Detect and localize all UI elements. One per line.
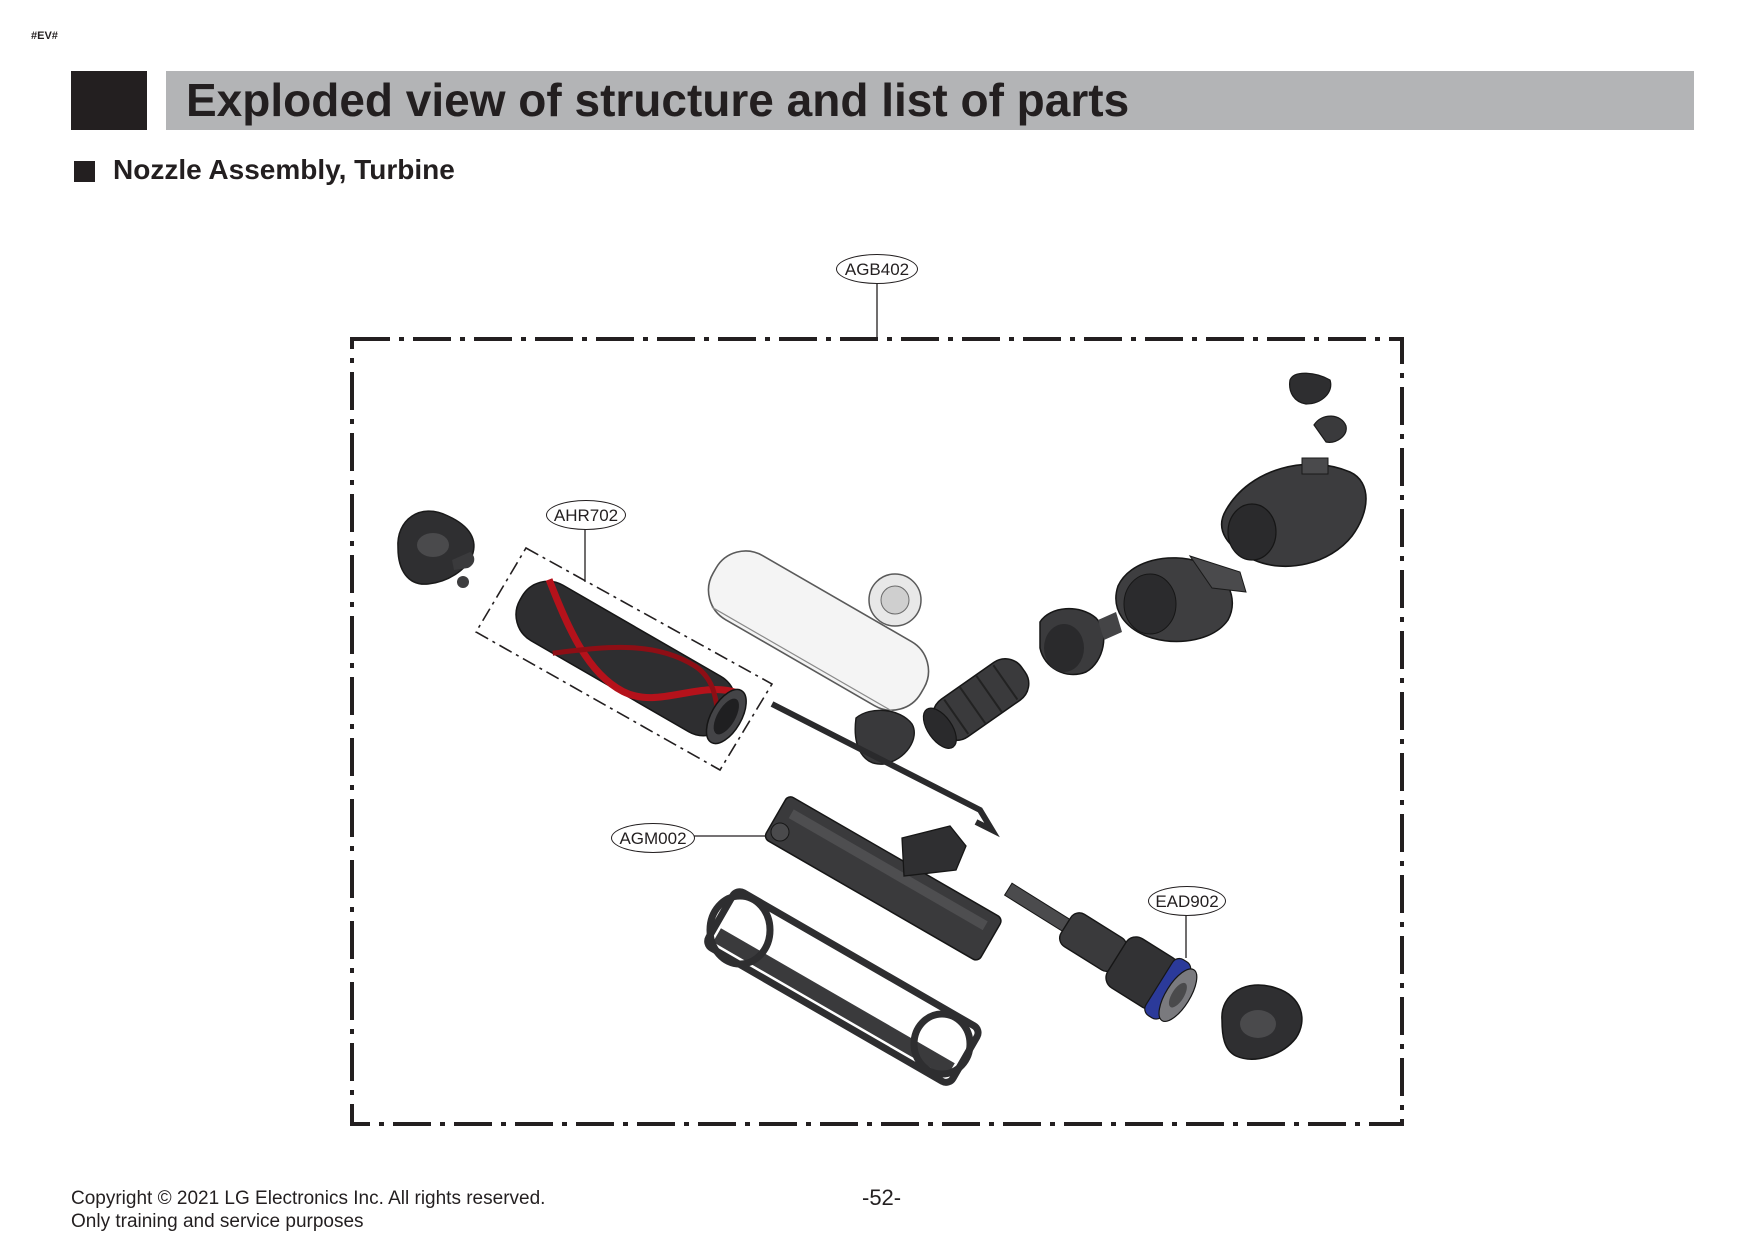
callout-brush-roll: AHR702 xyxy=(546,500,626,530)
neck-connector-part xyxy=(1220,372,1367,568)
base-frame-part xyxy=(764,796,1002,961)
callout-assembly: AGB402 xyxy=(836,254,918,284)
page-marker: #EV# xyxy=(31,30,58,42)
joint-ring-part xyxy=(1039,607,1122,676)
service-note: Only training and service purposes xyxy=(71,1211,364,1232)
brush-roll-part xyxy=(474,546,774,772)
upper-housing-part xyxy=(707,550,930,765)
light-strip-part xyxy=(770,701,1000,838)
swivel-joint-part xyxy=(1115,555,1247,643)
copyright-text: Copyright © 2021 LG Electronics Inc. All… xyxy=(71,1188,546,1209)
section-title: Nozzle Assembly, Turbine xyxy=(113,154,455,185)
end-cap-left-part xyxy=(397,510,475,588)
header-block xyxy=(71,71,147,130)
page-title: Exploded view of structure and list of p… xyxy=(166,71,1694,130)
page-number: -52- xyxy=(862,1185,902,1210)
callout-base-frame: AGM002 xyxy=(611,823,695,853)
callout-motor: EAD902 xyxy=(1148,886,1226,916)
neck-hose-part xyxy=(922,658,1030,749)
end-cap-right-part xyxy=(1221,984,1303,1060)
bottom-plate-part xyxy=(704,888,982,1086)
motor-part xyxy=(1003,882,1198,1022)
section-bullet xyxy=(74,161,95,182)
